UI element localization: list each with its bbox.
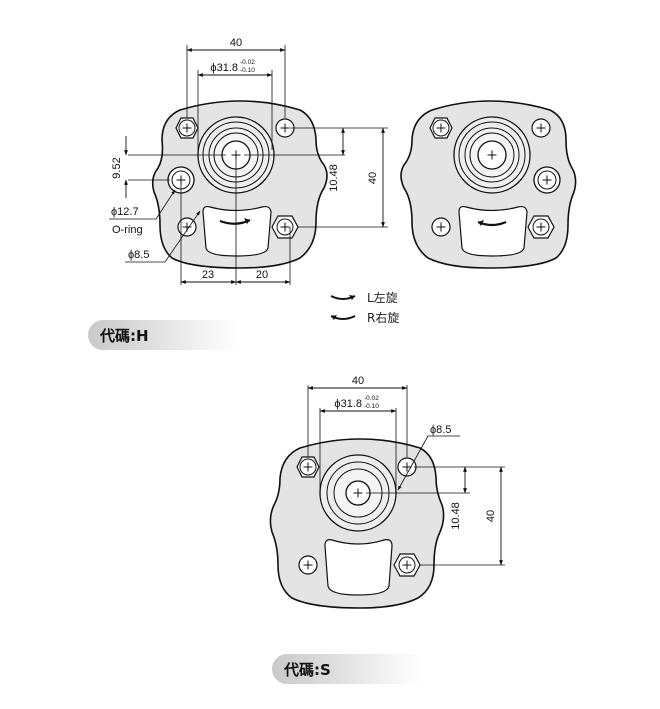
s-dim-10-48: 10.48 (450, 502, 462, 530)
s-dim-40-top: 40 (352, 375, 364, 387)
code-h-text: 代碼:H (100, 326, 149, 345)
h-dim-9-52: 9.52 (111, 157, 123, 178)
h-dim-diameter-12-7: ϕ12.7 (111, 206, 139, 218)
h-dim-diameter-31-8: ϕ31.8 (210, 62, 238, 74)
h-tol-upper: -0.02 (240, 59, 255, 66)
legend-right-label: R右旋 (367, 310, 399, 325)
h2-bottom-port (458, 205, 528, 257)
h-tol-lower: -0.10 (240, 67, 255, 74)
h-bottom-port (202, 205, 272, 257)
s-front-view: 40 ϕ31.8 -0.02 -0.10 ϕ8.5 10.48 40 (269, 375, 505, 609)
h-oring-label: O-ring (112, 224, 143, 236)
h-dim-23: 23 (202, 269, 214, 281)
s-tol-lower: -0.10 (364, 403, 379, 410)
h-front-view: 40 ϕ31.8 -0.02 -0.10 9.52 10.48 40 ϕ12.7… (109, 37, 388, 285)
h-dim-10-48: 10.48 (328, 164, 340, 192)
s-tol-upper: -0.02 (364, 395, 379, 402)
h-dim-40-top: 40 (230, 37, 242, 49)
s-dim-diameter-31-8: ϕ31.8 (334, 398, 362, 410)
h-mirror-view (400, 100, 577, 269)
s-dim-diameter-8-5: ϕ8.5 (430, 424, 451, 436)
code-h-label: 代碼:H (88, 320, 240, 350)
code-s-label: 代碼:S (272, 654, 424, 684)
s-dim-40-right: 40 (485, 510, 497, 522)
rotation-legend: L左旋 R右旋 (330, 290, 399, 325)
h-dim-40-right: 40 (367, 172, 379, 184)
h-dim-diameter-8-5: ϕ8.5 (128, 249, 149, 261)
code-s-text: 代碼:S (284, 660, 331, 679)
h-dim-20: 20 (256, 269, 268, 281)
s-bottom-port (324, 539, 393, 596)
legend-left-label: L左旋 (367, 290, 398, 305)
